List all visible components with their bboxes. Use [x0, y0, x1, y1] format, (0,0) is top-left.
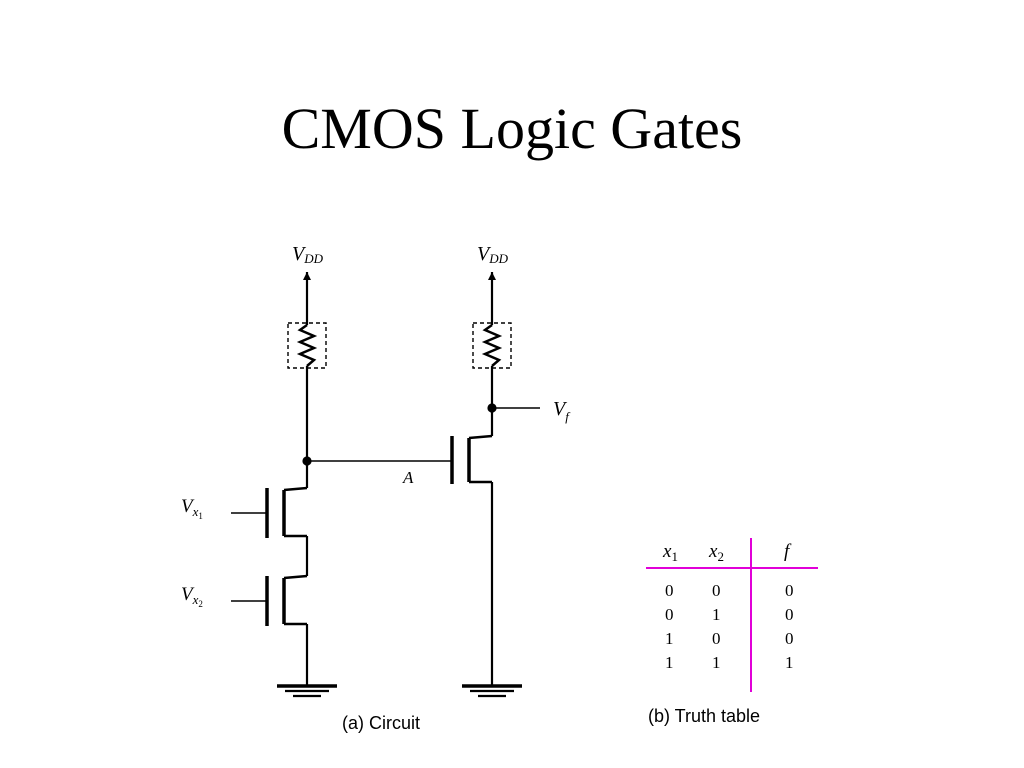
truth-table-cell: 1 — [665, 653, 674, 672]
input-x2-label: Vx2 — [181, 584, 203, 609]
truth-table-cell: 1 — [785, 653, 794, 672]
right-vdd-label: VDD — [477, 243, 509, 266]
right-ground-symbol — [462, 684, 522, 698]
right-pullup-resistor — [481, 323, 503, 367]
truth-table-cell: 0 — [712, 629, 721, 648]
truth-table-cell: 0 — [785, 605, 794, 624]
truth-table-header-x2: x2 — [708, 541, 724, 564]
nmos-transistor-x2 — [231, 574, 308, 626]
truth-table-cell: 0 — [665, 581, 674, 600]
slide-title: CMOS Logic Gates — [281, 96, 743, 161]
input-x1-label: Vx1 — [181, 496, 203, 521]
truth-table-caption: (b) Truth table — [648, 706, 760, 726]
truth-table-cell: 0 — [785, 629, 794, 648]
truth-table-cell: 0 — [665, 605, 674, 624]
output-vf-label: Vf — [553, 398, 571, 424]
truth-table-cell: 1 — [665, 629, 674, 648]
circuit-caption: (a) Circuit — [342, 713, 420, 733]
truth-table-cell: 0 — [712, 581, 721, 600]
left-stage — [231, 272, 452, 698]
nmos-transistor-a — [450, 434, 493, 484]
left-pullup-resistor — [296, 323, 318, 367]
left-ground-symbol — [277, 684, 337, 698]
nmos-transistor-x1 — [231, 486, 308, 538]
truth-table-cell: 1 — [712, 653, 721, 672]
left-vdd-label: VDD — [292, 243, 324, 266]
truth-table: x1 x2 f 0 0 0 0 1 0 1 0 0 1 1 1 (b) Trut… — [646, 538, 818, 726]
node-a-label: A — [402, 468, 414, 487]
truth-table-cell: 0 — [785, 581, 794, 600]
truth-table-header-f: f — [784, 541, 792, 562]
right-stage — [450, 272, 540, 698]
truth-table-cell: 1 — [712, 605, 721, 624]
truth-table-header-x1: x1 — [662, 541, 678, 564]
